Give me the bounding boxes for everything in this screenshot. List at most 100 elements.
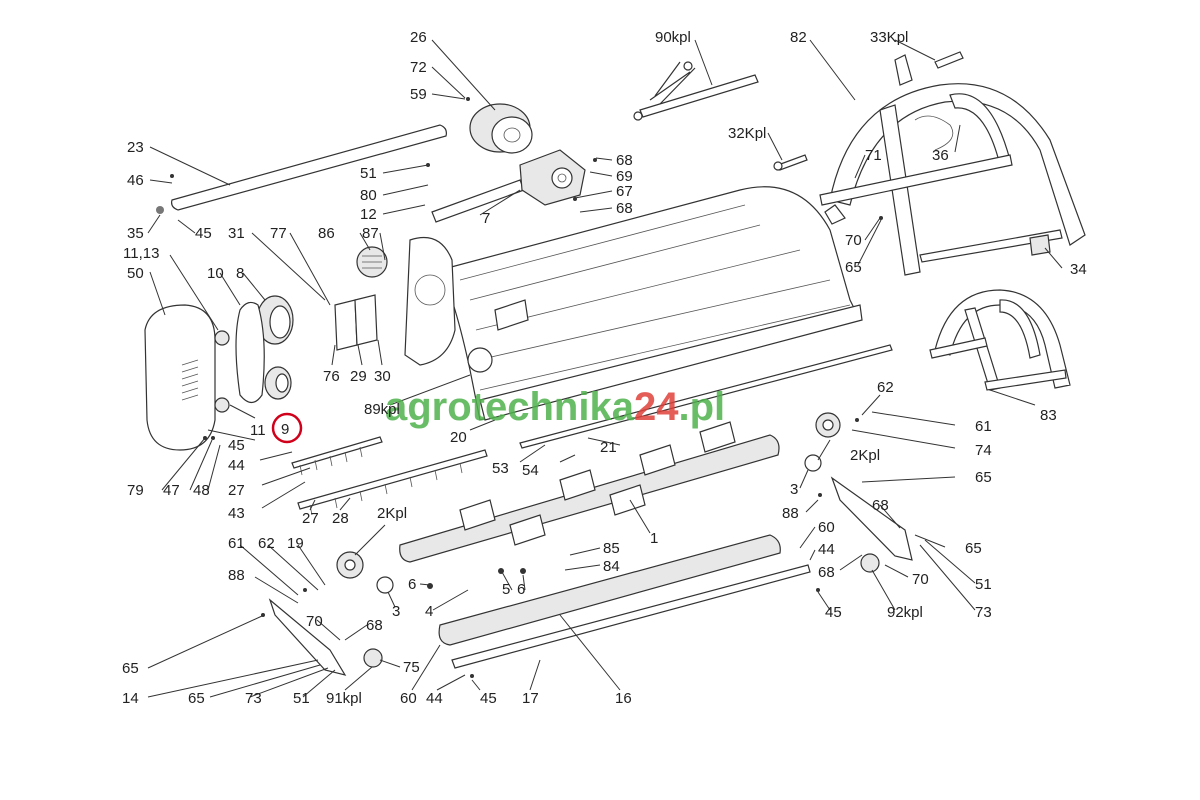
label-4[interactable]: 4 bbox=[425, 603, 433, 620]
label-44-a[interactable]: 44 bbox=[228, 457, 245, 474]
label-77[interactable]: 77 bbox=[270, 225, 287, 242]
label-90kpl[interactable]: 90kpl bbox=[655, 29, 691, 46]
label-11-13[interactable]: 11,13 bbox=[123, 245, 159, 262]
label-14[interactable]: 14 bbox=[122, 690, 139, 707]
label-69[interactable]: 69 bbox=[616, 168, 633, 185]
label-51-a[interactable]: 51 bbox=[360, 165, 377, 182]
label-10[interactable]: 10 bbox=[207, 265, 224, 282]
label-2kpl-b[interactable]: 2Kpl bbox=[377, 505, 407, 522]
label-20[interactable]: 20 bbox=[450, 429, 467, 446]
label-7[interactable]: 7 bbox=[482, 210, 490, 227]
label-54[interactable]: 54 bbox=[522, 462, 539, 479]
label-88-b[interactable]: 88 bbox=[228, 567, 245, 584]
label-65-c[interactable]: 65 bbox=[965, 540, 982, 557]
label-27-a[interactable]: 27 bbox=[228, 482, 245, 499]
scraper-part-17 bbox=[451, 564, 811, 669]
label-45-a[interactable]: 45 bbox=[195, 225, 212, 242]
label-6-a[interactable]: 6 bbox=[408, 576, 416, 593]
label-21[interactable]: 21 bbox=[600, 439, 617, 456]
label-60-b[interactable]: 60 bbox=[400, 690, 417, 707]
label-31[interactable]: 31 bbox=[228, 225, 245, 242]
label-8[interactable]: 8 bbox=[236, 265, 244, 282]
label-88-a[interactable]: 88 bbox=[782, 505, 799, 522]
label-86[interactable]: 86 bbox=[318, 225, 335, 242]
label-65-b[interactable]: 65 bbox=[975, 469, 992, 486]
label-47[interactable]: 47 bbox=[163, 482, 180, 499]
label-92kpl[interactable]: 92kpl bbox=[887, 604, 923, 621]
label-44-b[interactable]: 44 bbox=[818, 541, 835, 558]
label-27-b[interactable]: 27 bbox=[302, 510, 319, 527]
label-51-c[interactable]: 51 bbox=[293, 690, 310, 707]
label-45-d[interactable]: 45 bbox=[480, 690, 497, 707]
label-26[interactable]: 26 bbox=[410, 29, 427, 46]
label-70-b[interactable]: 70 bbox=[912, 571, 929, 588]
label-80[interactable]: 80 bbox=[360, 187, 377, 204]
label-50[interactable]: 50 bbox=[127, 265, 144, 282]
label-32kpl[interactable]: 32Kpl bbox=[728, 125, 766, 142]
label-65-d[interactable]: 65 bbox=[122, 660, 139, 677]
label-12[interactable]: 12 bbox=[360, 206, 377, 223]
label-45-c[interactable]: 45 bbox=[825, 604, 842, 621]
label-17[interactable]: 17 bbox=[522, 690, 539, 707]
label-70-c[interactable]: 70 bbox=[306, 613, 323, 630]
label-45-b[interactable]: 45 bbox=[228, 437, 245, 454]
label-59[interactable]: 59 bbox=[410, 86, 427, 103]
label-35[interactable]: 35 bbox=[127, 225, 144, 242]
label-61-a[interactable]: 61 bbox=[975, 418, 992, 435]
label-23[interactable]: 23 bbox=[127, 139, 144, 156]
label-36[interactable]: 36 bbox=[932, 147, 949, 164]
label-67[interactable]: 67 bbox=[616, 183, 633, 200]
pulley-part-8 bbox=[256, 295, 294, 400]
belt-part-10 bbox=[235, 301, 265, 404]
label-68-a[interactable]: 68 bbox=[616, 152, 633, 169]
label-68-c[interactable]: 68 bbox=[872, 497, 889, 514]
label-79[interactable]: 79 bbox=[127, 482, 144, 499]
label-48[interactable]: 48 bbox=[193, 482, 210, 499]
label-19[interactable]: 19 bbox=[287, 535, 304, 552]
label-61-b[interactable]: 61 bbox=[228, 535, 245, 552]
label-71[interactable]: 71 bbox=[865, 147, 882, 164]
label-34[interactable]: 34 bbox=[1070, 261, 1087, 278]
label-82[interactable]: 82 bbox=[790, 29, 807, 46]
housing-part-20 bbox=[439, 186, 863, 421]
label-60-a[interactable]: 60 bbox=[818, 519, 835, 536]
label-16[interactable]: 16 bbox=[615, 690, 632, 707]
label-91kpl[interactable]: 91kpl bbox=[326, 690, 362, 707]
label-46[interactable]: 46 bbox=[127, 172, 144, 189]
label-5[interactable]: 5 bbox=[502, 581, 510, 598]
label-53[interactable]: 53 bbox=[492, 460, 509, 477]
label-1[interactable]: 1 bbox=[650, 530, 658, 547]
label-51-b[interactable]: 51 bbox=[975, 576, 992, 593]
label-3-b[interactable]: 3 bbox=[392, 603, 400, 620]
label-65-e[interactable]: 65 bbox=[188, 690, 205, 707]
label-3-a[interactable]: 3 bbox=[790, 481, 798, 498]
label-72[interactable]: 72 bbox=[410, 59, 427, 76]
label-76[interactable]: 76 bbox=[323, 368, 340, 385]
label-9[interactable]: 9 bbox=[281, 421, 289, 438]
label-44-c[interactable]: 44 bbox=[426, 690, 443, 707]
label-29[interactable]: 29 bbox=[350, 368, 367, 385]
label-85[interactable]: 85 bbox=[603, 540, 620, 557]
label-30[interactable]: 30 bbox=[374, 368, 391, 385]
label-65-a[interactable]: 65 bbox=[845, 259, 862, 276]
label-84[interactable]: 84 bbox=[603, 558, 620, 575]
label-87[interactable]: 87 bbox=[362, 225, 379, 242]
label-89kpl[interactable]: 89kpl bbox=[364, 401, 400, 418]
label-62-a[interactable]: 62 bbox=[877, 379, 894, 396]
label-68-e[interactable]: 68 bbox=[366, 617, 383, 634]
label-68-d[interactable]: 68 bbox=[818, 564, 835, 581]
label-73-b[interactable]: 73 bbox=[245, 690, 262, 707]
label-83[interactable]: 83 bbox=[1040, 407, 1057, 424]
label-74[interactable]: 74 bbox=[975, 442, 992, 459]
label-73-a[interactable]: 73 bbox=[975, 604, 992, 621]
label-68-b[interactable]: 68 bbox=[616, 200, 633, 217]
label-2kpl-a[interactable]: 2Kpl bbox=[850, 447, 880, 464]
label-70-a[interactable]: 70 bbox=[845, 232, 862, 249]
label-62-b[interactable]: 62 bbox=[258, 535, 275, 552]
label-75[interactable]: 75 bbox=[403, 659, 420, 676]
label-33kpl[interactable]: 33Kpl bbox=[870, 29, 908, 46]
label-11[interactable]: 11 bbox=[250, 422, 266, 439]
label-6-b[interactable]: 6 bbox=[517, 581, 525, 598]
label-43[interactable]: 43 bbox=[228, 505, 245, 522]
label-28[interactable]: 28 bbox=[332, 510, 349, 527]
